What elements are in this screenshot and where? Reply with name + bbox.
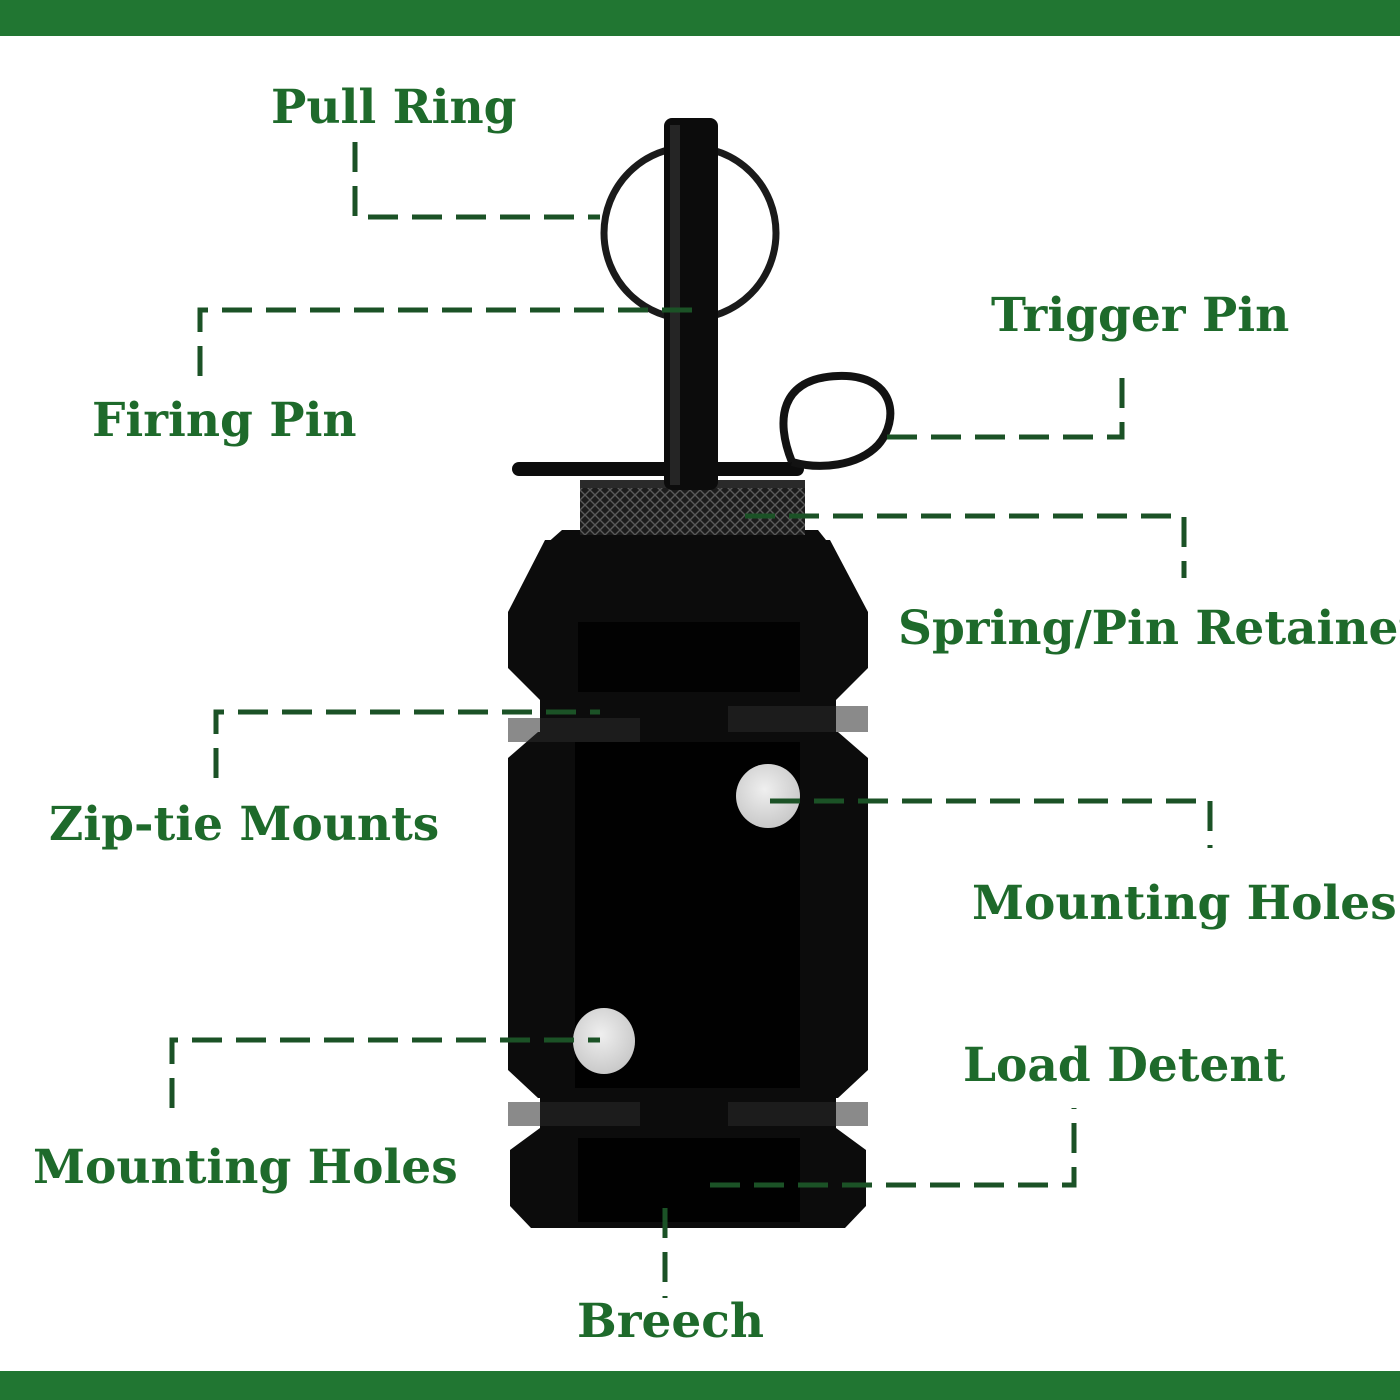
leader-spring-pin-retainer <box>745 513 1187 578</box>
leader-trigger-pin <box>887 368 1125 440</box>
zip-tie-notch-right <box>728 706 868 732</box>
lower-notch-left <box>508 1102 640 1126</box>
knurled-retainer-ring <box>580 484 805 535</box>
mounting-hole-left <box>573 1008 635 1074</box>
label-spring-pin-retainer: Spring/Pin Retainer <box>898 601 1400 656</box>
device-body <box>508 118 895 1228</box>
label-breech: Breech <box>577 1294 765 1349</box>
leader-mounting-holes-right <box>770 798 1213 848</box>
top-green-band <box>0 0 1400 36</box>
label-mounting-holes-left: Mounting Holes <box>33 1140 458 1195</box>
trigger-pin-bar <box>512 462 804 476</box>
mounting-hole-right <box>736 764 800 828</box>
label-mounting-holes-right: Mounting Holes <box>972 876 1397 931</box>
leader-load-detent <box>710 1108 1077 1188</box>
leader-firing-pin <box>197 307 692 376</box>
body-upper-face <box>578 622 800 692</box>
trigger-pin-loop <box>779 371 895 470</box>
bottom-green-band <box>0 1371 1400 1400</box>
leader-lines <box>169 142 1213 1298</box>
label-pull-ring: Pull Ring <box>271 80 517 135</box>
zip-tie-notch-left <box>508 718 640 742</box>
label-zip-tie-mounts: Zip-tie Mounts <box>49 797 440 852</box>
label-trigger-pin: Trigger Pin <box>991 288 1290 343</box>
label-firing-pin: Firing Pin <box>92 393 357 448</box>
leader-pull-ring <box>352 142 600 220</box>
leader-zip-tie-mounts <box>213 709 600 778</box>
label-load-detent: Load Detent <box>963 1038 1286 1093</box>
body-lower-face <box>578 1138 800 1222</box>
lower-notch-right <box>728 1102 868 1126</box>
leader-mounting-holes-left <box>169 1037 600 1108</box>
